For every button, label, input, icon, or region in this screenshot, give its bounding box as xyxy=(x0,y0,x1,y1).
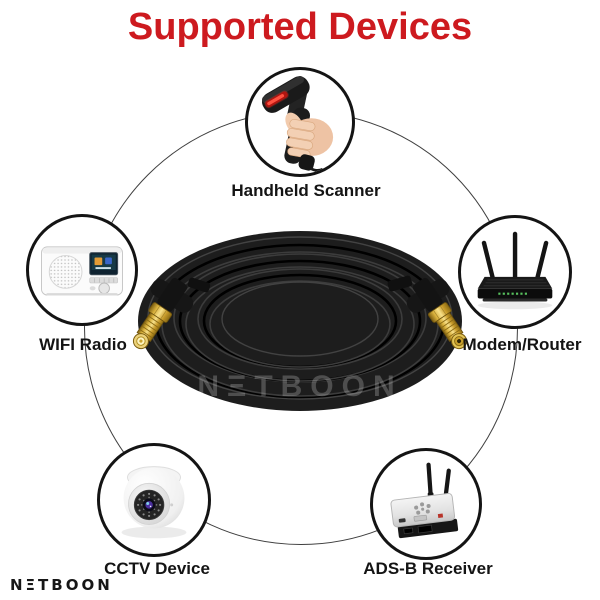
device-circle-handheld-scanner xyxy=(245,67,355,177)
device-circle-adsb xyxy=(370,448,482,560)
device-circle-modem-router xyxy=(458,215,572,329)
brand-logo: NΞTBOON xyxy=(10,576,113,594)
modem-router-icon xyxy=(477,231,553,310)
sma-female-connector xyxy=(412,277,468,350)
adsb-receiver-icon xyxy=(390,462,459,539)
label-adsb-receiver: ADS-B Receiver xyxy=(363,559,493,578)
label-cctv-device: CCTV Device xyxy=(104,559,210,578)
page-title: Supported Devices xyxy=(127,6,473,48)
device-circle-cctv xyxy=(97,443,211,557)
watermark-text: NΞTBOON xyxy=(197,370,402,403)
wifi-radio-icon xyxy=(41,246,123,296)
coiled-antenna-cable: NΞTBOON xyxy=(132,231,468,411)
label-modem-router: Modem/Router xyxy=(462,335,582,354)
handheld-scanner-icon xyxy=(261,75,334,172)
sma-male-connector xyxy=(132,277,188,350)
label-wifi-radio: WIFI Radio xyxy=(39,335,127,354)
device-circle-wifi-radio xyxy=(26,214,138,326)
cctv-camera-icon xyxy=(121,466,187,539)
label-handheld-scanner: Handheld Scanner xyxy=(231,181,381,200)
